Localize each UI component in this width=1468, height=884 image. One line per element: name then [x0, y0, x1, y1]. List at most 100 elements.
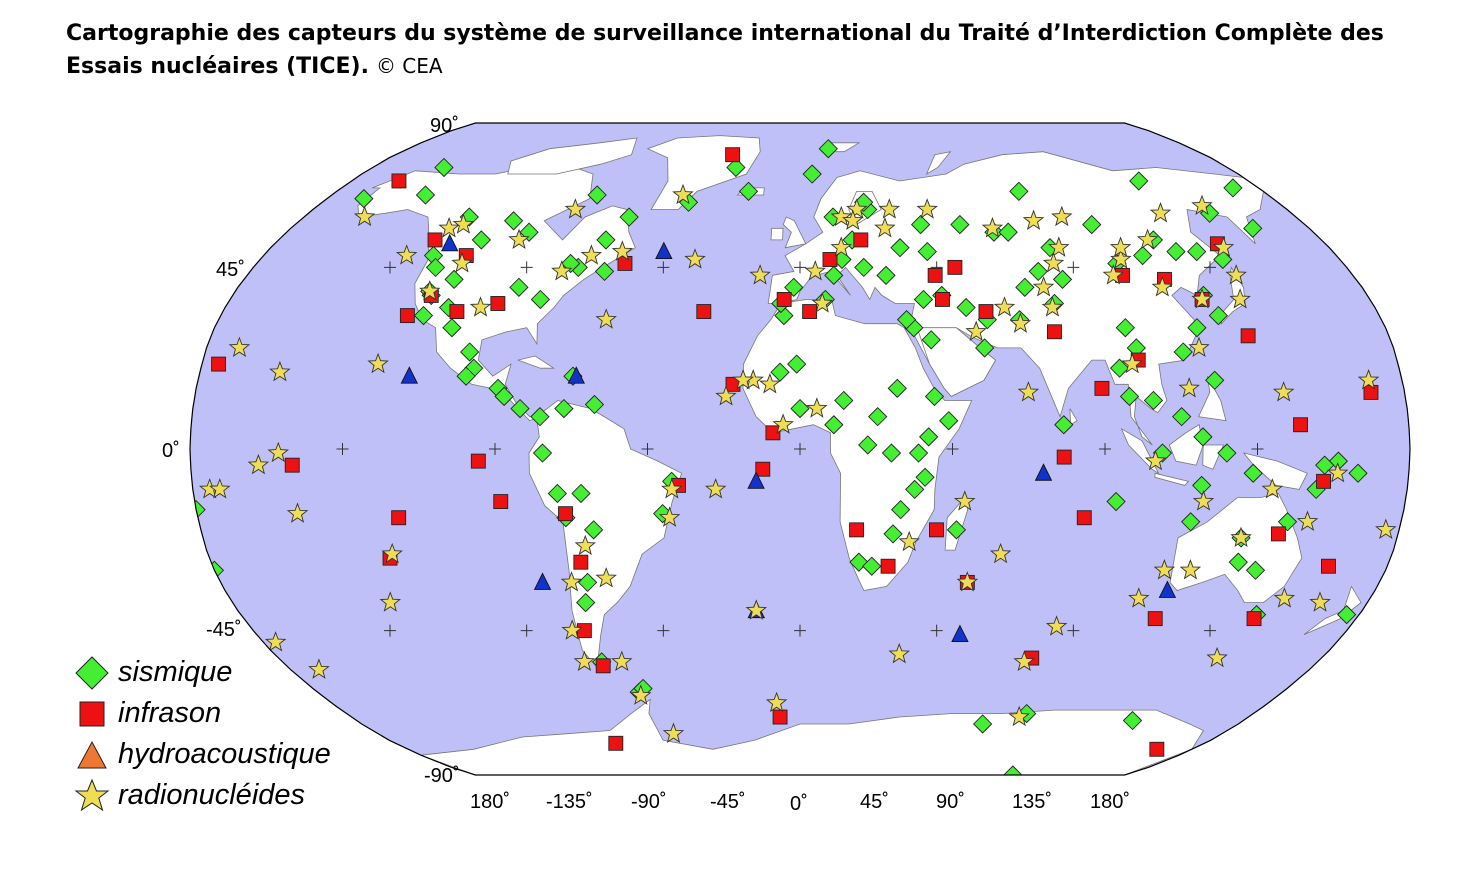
radionuclide-station-marker: [1144, 449, 1167, 471]
seismic-station-marker: [1009, 181, 1029, 201]
seismic-station-marker: [862, 556, 882, 576]
hydroacoustic-station-marker: [441, 233, 459, 252]
seismic-station-marker: [950, 214, 970, 235]
infrasound-station-marker: [849, 522, 865, 538]
radionuclide-station-marker: [1230, 526, 1252, 548]
radionuclide-station-marker: [1309, 591, 1331, 612]
radionuclide-station-marker: [573, 650, 596, 672]
radionuclide-station-marker: [1136, 228, 1159, 250]
radionuclide-station-marker: [508, 228, 530, 250]
infrasound-station-marker: [755, 461, 771, 477]
infrasound-station-marker: [1293, 417, 1308, 433]
lon-label-135e: 135˚: [1012, 791, 1052, 813]
seismic-station-marker: [858, 435, 878, 455]
graticule-cross: [520, 624, 533, 637]
seismic-station-marker: [919, 427, 939, 447]
seismic-station-marker: [1143, 390, 1164, 411]
seismic-station-marker: [905, 479, 925, 500]
radionuclide-station-marker: [1188, 336, 1210, 358]
radionuclide-station-marker: [989, 542, 1012, 564]
seismic-station-marker: [425, 257, 446, 278]
radionuclide-station-marker: [1102, 264, 1125, 285]
infrasound-station-marker: [608, 735, 624, 751]
red-square-icon: [79, 701, 105, 726]
radionuclide-station-marker: [749, 264, 771, 285]
radionuclide-station-marker: [715, 385, 737, 406]
land-britain: [782, 216, 807, 249]
copyright-credit: © CEA: [375, 54, 443, 78]
seismic-station-marker: [1217, 443, 1237, 463]
radionuclide-station-marker: [759, 373, 781, 394]
seismic-station-marker: [354, 188, 374, 209]
infrasound-station-marker: [391, 173, 407, 189]
infrasound-station-marker: [927, 267, 943, 283]
radionuclide-station-marker: [658, 506, 681, 527]
seismic-station-marker: [887, 378, 907, 399]
infrasound-station-marker: [1363, 384, 1379, 400]
seismic-station-marker: [509, 277, 529, 298]
radionuclide-station-marker: [811, 292, 834, 313]
seismic-station-marker: [921, 330, 941, 350]
radionuclide-station-marker: [1357, 369, 1380, 390]
seismic-station-marker: [1052, 269, 1073, 290]
graticule-cross: [1067, 261, 1080, 274]
title-text: Cartographie des capteurs du système de …: [66, 21, 1384, 79]
hydroacoustic-station-marker: [747, 471, 765, 489]
radionuclide-station-marker: [379, 591, 402, 612]
radionuclide-station-marker: [1151, 276, 1174, 297]
seismic-station-marker: [975, 338, 995, 358]
seismic-station-marker: [530, 289, 551, 310]
hydroacoustic-station-marker: [951, 624, 969, 643]
seismic-station-marker: [1082, 214, 1102, 235]
radionuclide-station-marker: [564, 198, 587, 219]
seismic-station-marker: [939, 411, 959, 431]
infrasound-station-marker: [772, 709, 788, 725]
graticule-cross: [489, 443, 501, 455]
land-arctic-islands: [507, 137, 638, 175]
seismic-station-marker: [413, 305, 434, 326]
radionuclide-station-marker: [611, 650, 633, 672]
seismic-station-marker: [1348, 463, 1368, 483]
legend-item-infrasound: infrason: [70, 693, 370, 734]
lat-label-minus90: -90˚: [424, 765, 460, 787]
seismic-station-marker: [787, 354, 807, 374]
infrasound-station-marker: [1321, 558, 1336, 574]
infrasound-station-marker: [978, 304, 994, 320]
infrasound-station-marker: [853, 232, 869, 248]
radionuclide-station-marker: [1153, 559, 1176, 580]
infrasound-station-marker: [802, 304, 818, 320]
infrasound-station-marker: [576, 623, 592, 639]
seismic-station-marker: [1054, 415, 1074, 435]
seismic-station-marker: [1277, 512, 1298, 532]
seismic-station-marker: [1122, 710, 1143, 731]
radionuclide-station-marker: [630, 684, 652, 705]
seismic-station-marker: [577, 572, 598, 593]
seismic-station-marker: [1245, 560, 1266, 580]
radionuclide-station-marker: [830, 236, 852, 257]
graticule-cross: [1099, 443, 1111, 455]
infrasound-station-marker: [947, 259, 963, 275]
radionuclide-station-marker: [874, 217, 896, 238]
seismic-station-marker: [584, 394, 605, 415]
seismic-station-marker: [571, 483, 591, 504]
seismic-station-marker: [956, 297, 976, 318]
radionuclide-station-marker: [1178, 377, 1200, 398]
radionuclide-station-marker: [745, 599, 768, 620]
infrasound-station-marker: [284, 457, 300, 473]
legend-item-seismic: sismique: [70, 652, 370, 693]
seismic-station-marker: [1337, 604, 1357, 625]
lat-label-0: 0˚: [162, 440, 180, 462]
radionuclide-station-marker: [469, 296, 492, 317]
legend-label-hydroacoustic: hydroacoustique: [118, 738, 331, 770]
orange-triangle-icon: [77, 740, 107, 768]
seismic-station-marker: [890, 238, 910, 258]
legend-item-radionuclide: radionucléides: [70, 775, 370, 816]
radionuclide-station-marker: [804, 260, 827, 281]
seismic-station-marker: [913, 289, 934, 310]
infrasound-station-marker: [493, 494, 509, 510]
radionuclide-station-marker: [1128, 587, 1150, 608]
graticule-cross: [794, 261, 806, 274]
yellow-star-icon: [74, 778, 110, 811]
seismic-station-marker: [891, 499, 911, 520]
seismic-station-marker: [619, 207, 639, 227]
